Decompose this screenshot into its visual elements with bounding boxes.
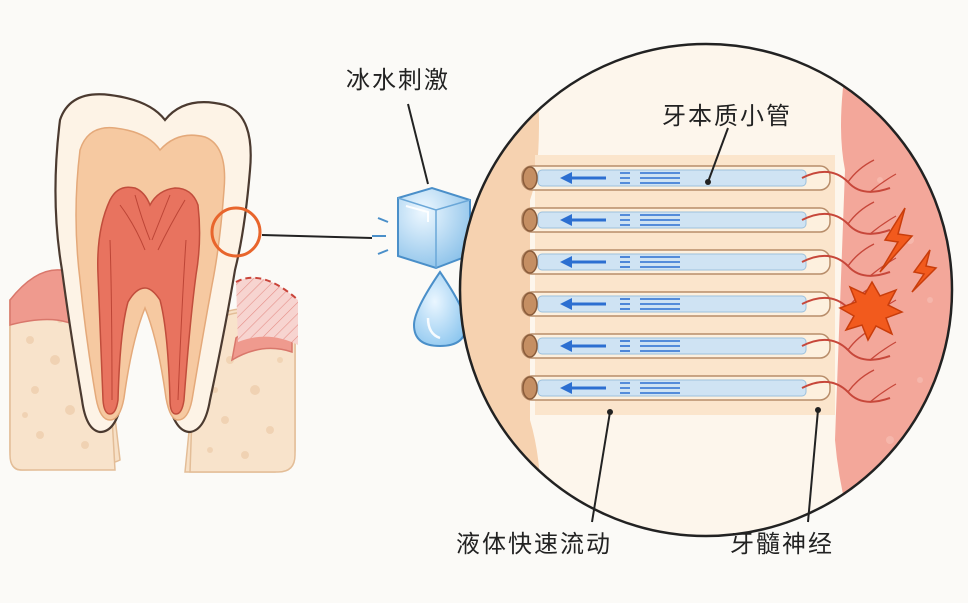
dentin-tubules-group (521, 165, 831, 401)
pulp-nerve-fiber (801, 369, 897, 403)
label-pulp-nerve: 牙髓神经 (730, 530, 834, 558)
pulp-nerve-fiber (801, 201, 897, 235)
fluid-flow-arrow (560, 382, 680, 394)
exposed-dentin-highlight (210, 206, 262, 258)
dentin-tubule (521, 291, 831, 317)
dentin-tubule (521, 375, 831, 401)
pulp-nerve-fiber (801, 159, 897, 193)
leader-ice (407, 103, 429, 185)
label-fluid-flow: 液体快速流动 (456, 530, 612, 558)
fluid-flow-arrow (560, 256, 680, 268)
dentin-tubule (521, 249, 831, 275)
fluid-flow-arrow (560, 214, 680, 226)
magnified-circle-border (458, 42, 954, 538)
fluid-flow-arrow (560, 172, 680, 184)
pain-lightning-icon (879, 207, 938, 293)
leader-tubules (707, 127, 729, 183)
dentin-tubule (521, 207, 831, 233)
tooth-illustration (9, 93, 299, 473)
tooth-pulp (97, 186, 201, 415)
label-ice-stimulus: 冰水刺激 (346, 66, 450, 94)
zoom-connector-line (261, 234, 373, 239)
ice-cube-icon (372, 186, 471, 270)
fluid-flow-arrow (560, 340, 680, 352)
leader-nerve (807, 409, 819, 523)
leader-fluid (591, 411, 611, 523)
dentin-tubule (521, 165, 831, 191)
dentin-tubule (521, 333, 831, 359)
label-dentin-tubules: 牙本质小管 (662, 102, 792, 130)
fluid-flow-arrow (560, 298, 680, 310)
water-drop-icon (412, 270, 468, 348)
pain-burst-icon (838, 280, 904, 342)
